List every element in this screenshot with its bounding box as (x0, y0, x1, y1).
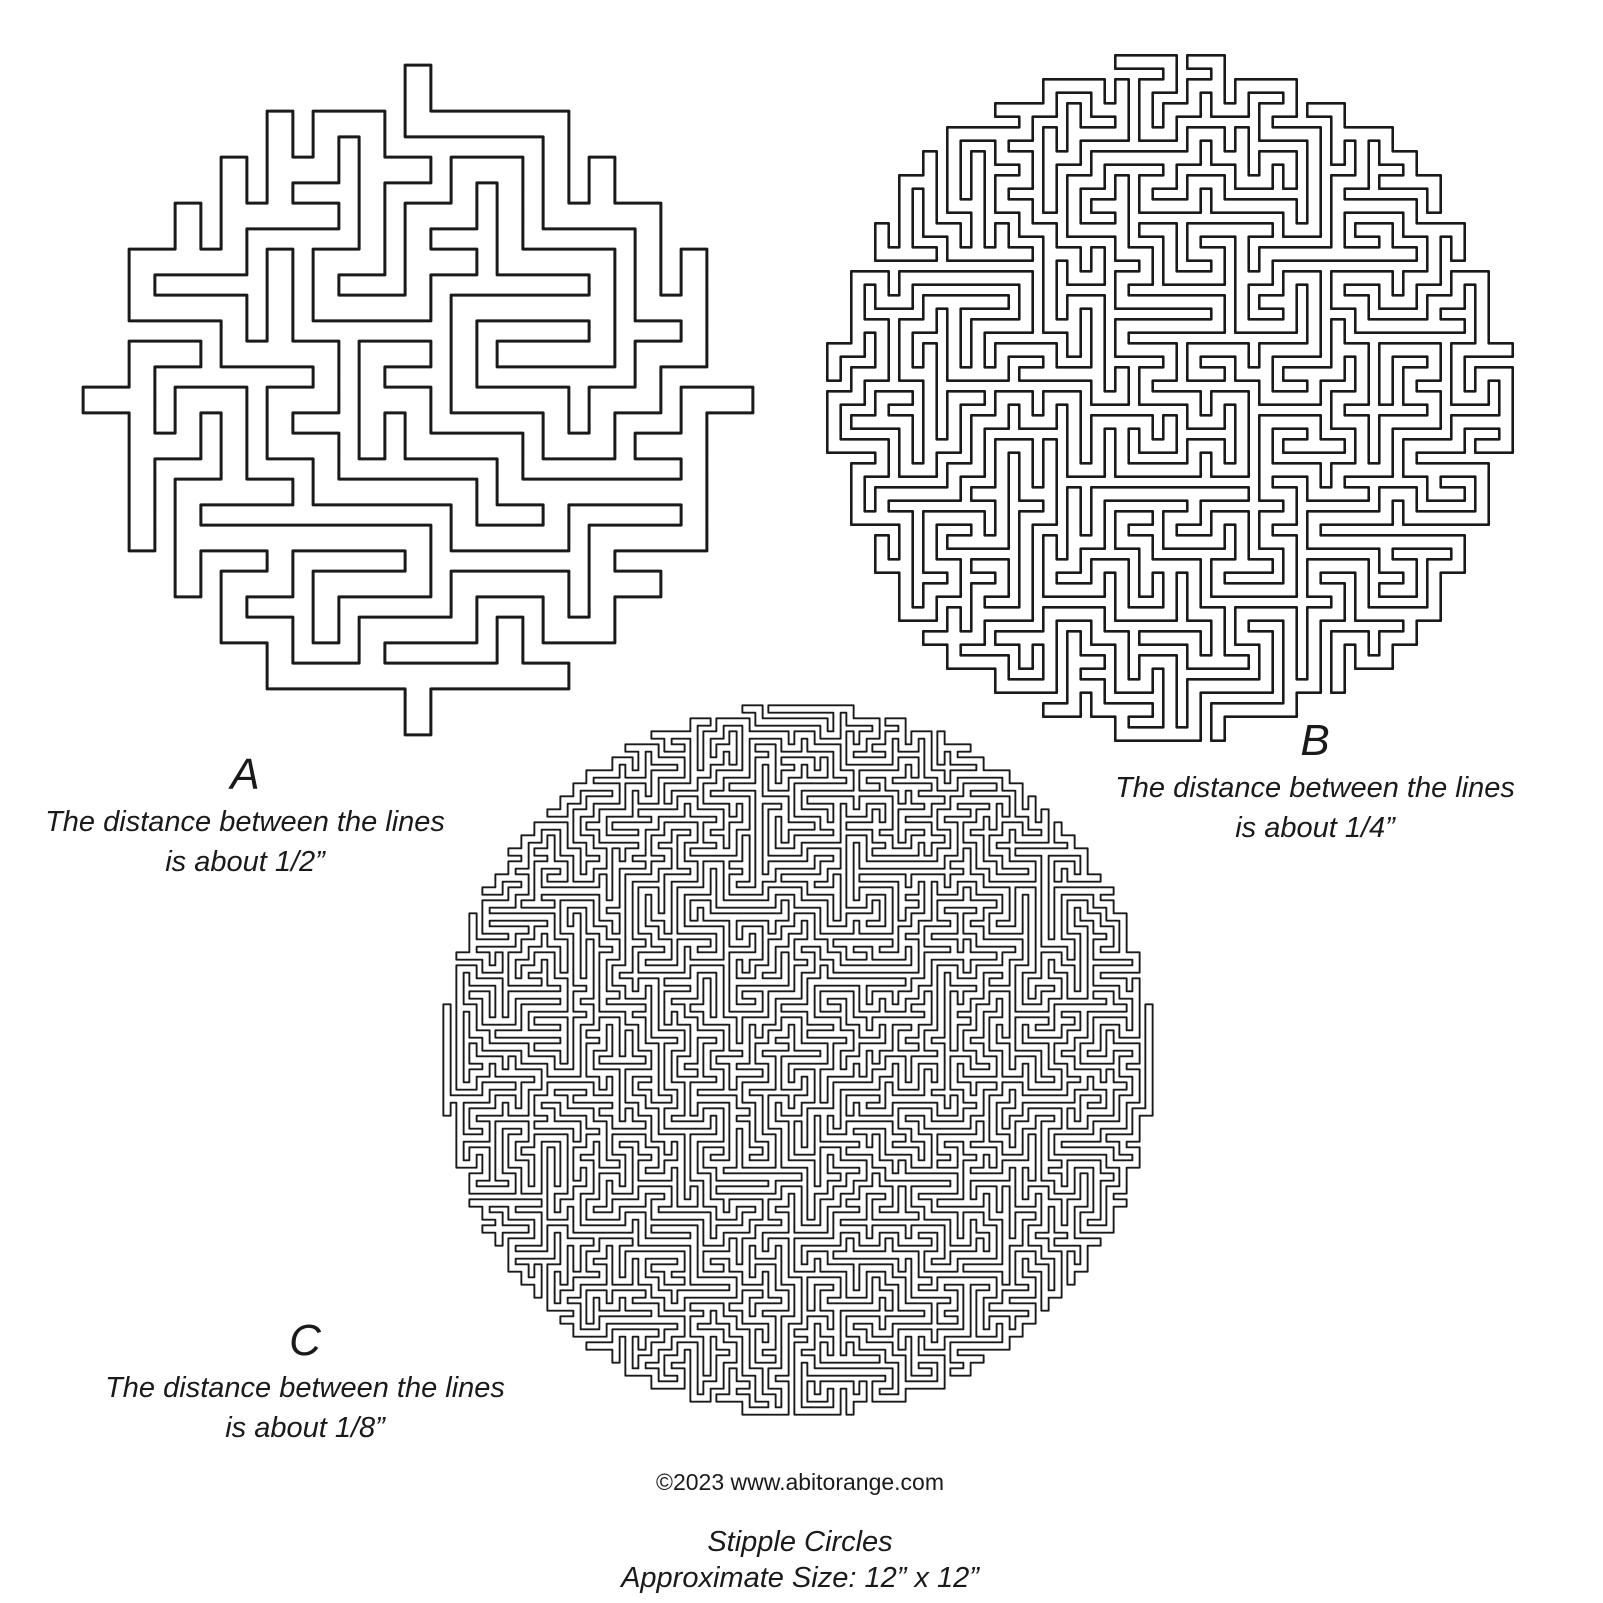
copyright-notice: ©2023 www.abitorange.com (656, 1469, 944, 1495)
stipple-circle-a (81, 63, 755, 737)
caption-c: C The distance between the lines is abou… (90, 1318, 520, 1448)
caption-a-line-2: is about 1/2” (165, 846, 325, 878)
stipple-circle-b (825, 53, 1515, 743)
caption-c-line-2: is about 1/8” (225, 1412, 385, 1444)
title-block: Stipple Circles Approximate Size: 12” x … (560, 1524, 1040, 1596)
caption-a-line-1: The distance between the lines (45, 806, 445, 838)
caption-c-line-1: The distance between the lines (105, 1372, 505, 1404)
label-c: C (289, 1316, 321, 1365)
caption-a: A The distance between the lines is abou… (30, 752, 460, 882)
label-a: A (230, 750, 260, 799)
caption-b-line-1: The distance between the lines (1115, 772, 1515, 804)
caption-b-line-2: is about 1/4” (1235, 812, 1395, 844)
page-title: Stipple Circles (707, 1526, 893, 1558)
stipple-circle-c (442, 704, 1154, 1416)
label-b: B (1300, 716, 1330, 765)
size-label: Approximate Size: 12” x 12” (621, 1562, 979, 1594)
caption-b: B The distance between the lines is abou… (1100, 718, 1530, 848)
